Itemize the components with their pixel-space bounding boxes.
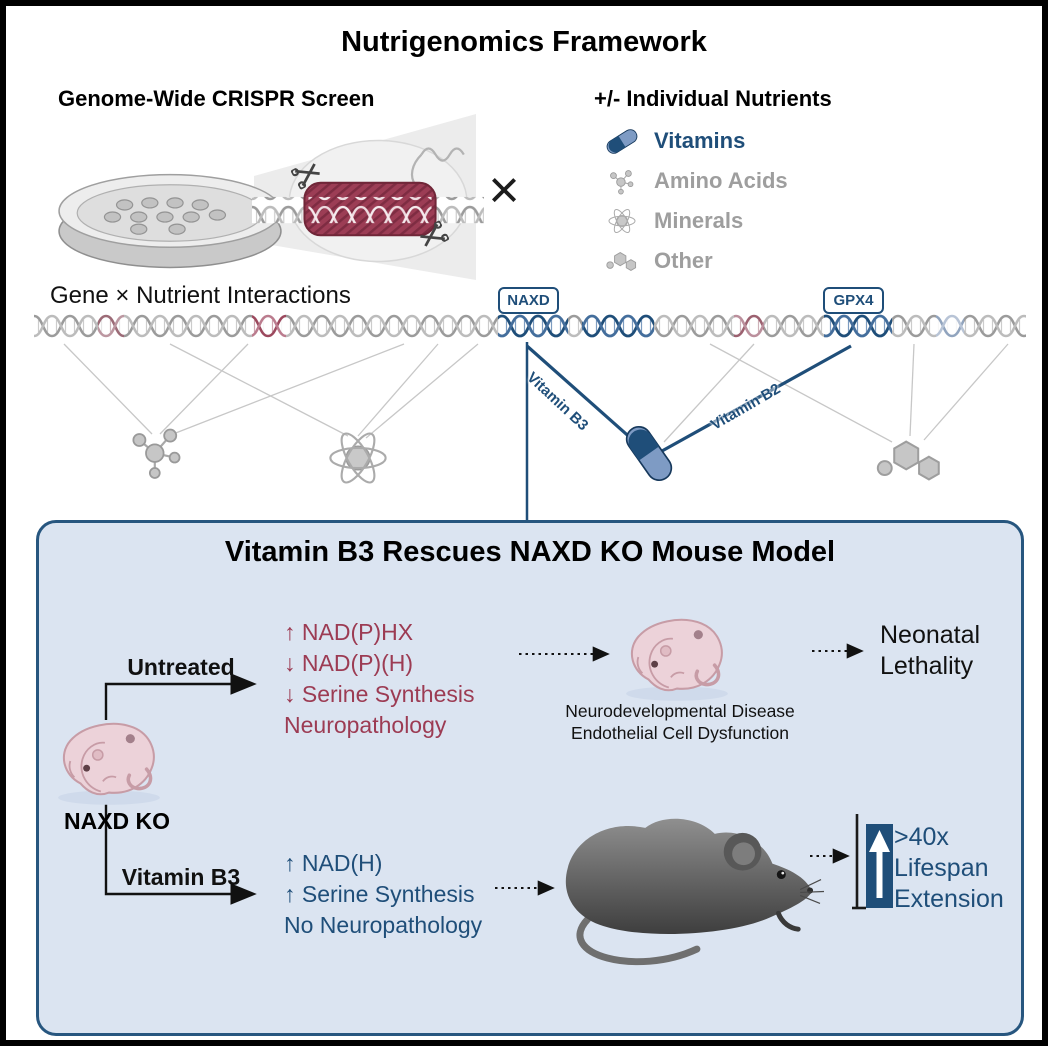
panel-title: Vitamin B3 Rescues NAXD KO Mouse Model — [224, 536, 836, 568]
multiplication-icon: × — [488, 160, 520, 220]
nutrient-label: Vitamins — [654, 128, 746, 153]
highlighted-interaction-lines — [525, 342, 852, 520]
crispr-cas9-icon — [252, 139, 484, 263]
effect-line: ↑ NAD(H) — [284, 850, 383, 876]
effect-line: ↑ Serine Synthesis — [284, 881, 475, 907]
petri-dish-icon — [58, 173, 282, 269]
rescue-panel — [36, 520, 1024, 1036]
diseased-pup-icon — [618, 606, 740, 703]
other-icon — [602, 249, 642, 274]
gene-label-naxd: NAXD — [507, 292, 550, 309]
untreated-effects: ↑ NAD(P)HX ↓ NAD(P)(H) ↓ Serine Synthesi… — [284, 617, 474, 741]
adult-mouse-icon — [565, 818, 824, 966]
nutrient-item-other: Other — [602, 244, 713, 278]
subject-label: NAXD KO — [63, 808, 171, 834]
treated-effects: ↑ NAD(H) ↑ Serine Synthesis No Neuropath… — [284, 848, 482, 941]
effect-line: No Neuropathology — [284, 912, 483, 938]
effect-line: ↓ Serine Synthesis — [284, 681, 475, 707]
dashed-flow-arrows — [495, 643, 864, 896]
capsule-icon — [601, 124, 643, 158]
crispr-heading: Genome-Wide CRISPR Screen — [58, 86, 375, 111]
effect-line: ↑ NAD(P)HX — [284, 619, 414, 645]
minerals-icon-large — [324, 424, 392, 492]
branch-arrows — [104, 673, 257, 905]
vitamin-b3-branch-label: Vitamin B3 — [121, 864, 241, 890]
nutrient-item-minerals: Minerals — [602, 204, 743, 238]
interactions-heading: Gene × Nutrient Interactions — [50, 282, 351, 309]
gene-box-naxd: NAXD — [498, 287, 559, 314]
amino-acids-icon-large — [124, 418, 190, 484]
endpoint-line: Neonatal — [880, 621, 981, 649]
caption-line: Neurodevelopmental Disease — [565, 701, 795, 721]
endpoint-line: Lifespan — [894, 854, 989, 882]
other-icon-large — [872, 434, 948, 487]
gene-box-gpx4: GPX4 — [823, 287, 884, 314]
lifespan-endpoint: >40x Lifespan Extension — [894, 822, 1004, 915]
endpoint-line: >40x — [894, 823, 949, 851]
gene-label-gpx4: GPX4 — [833, 292, 874, 309]
effect-line: ↓ NAD(P)(H) — [284, 650, 414, 676]
nutrient-item-vitamins: Vitamins — [602, 124, 745, 158]
nutrient-label: Other — [654, 248, 713, 273]
disease-caption: Neurodevelopmental Disease Endothelial C… — [528, 700, 832, 744]
page-title: Nutrigenomics Framework — [341, 26, 707, 58]
untreated-branch-label: Untreated — [127, 654, 235, 680]
endpoint-line: Extension — [894, 885, 1004, 913]
gene-nutrient-network-lines — [63, 343, 1009, 443]
nutrients-heading: +/- Individual Nutrients — [594, 86, 832, 111]
effect-line: Neuropathology — [284, 712, 447, 738]
caption-line: Endothelial Cell Dysfunction — [571, 723, 789, 743]
amino-acids-icon — [602, 165, 642, 197]
nutrient-label: Amino Acids — [654, 168, 788, 193]
lifespan-chart-icon — [852, 814, 893, 910]
untreated-endpoint: Neonatal Lethality — [880, 620, 980, 682]
naxd-ko-pup-icon — [50, 710, 172, 807]
endpoint-line: Lethality — [880, 652, 974, 680]
minerals-icon — [602, 205, 642, 237]
nutrient-label: Minerals — [654, 208, 744, 233]
nutrient-item-amino-acids: Amino Acids — [602, 164, 788, 198]
dna-helix-band — [34, 312, 1026, 340]
